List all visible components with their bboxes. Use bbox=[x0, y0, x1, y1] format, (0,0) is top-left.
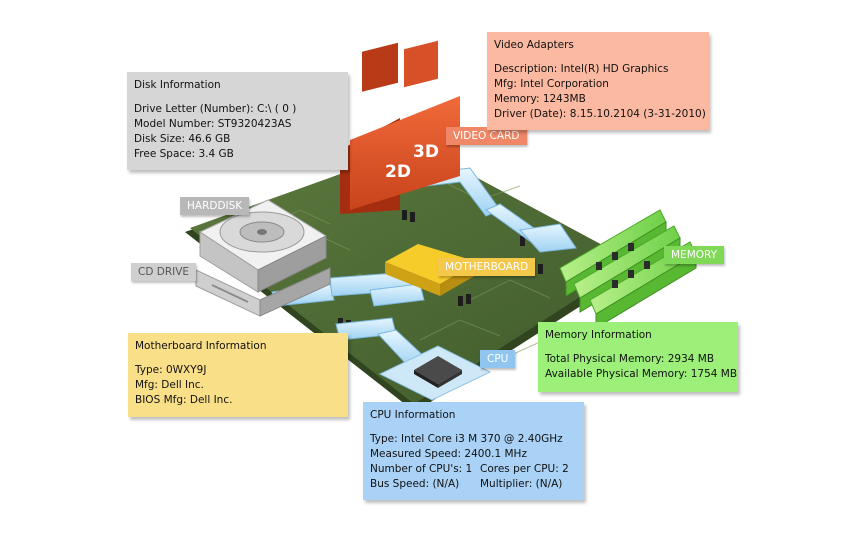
harddisk-tag: HARDDISK bbox=[180, 197, 250, 215]
video-3d-label: 3D bbox=[413, 142, 439, 162]
memory-info-panel: Memory Information Total Physical Memory… bbox=[538, 322, 738, 392]
cpu-cores-per-cpu: Cores per CPU: 2 bbox=[480, 463, 569, 475]
memory-modules bbox=[559, 209, 697, 329]
motherboard-type: Type: 0WXY9J bbox=[135, 364, 207, 376]
video-adapters-title: Video Adapters bbox=[494, 39, 574, 51]
cpu-tag: CPU bbox=[480, 350, 516, 368]
disk-model-number: Model Number: ST9320423AS bbox=[134, 118, 292, 130]
disk-size: Disk Size: 46.6 GB bbox=[134, 133, 231, 145]
cpu-info-panel: CPU Information Type: Intel Core i3 M 37… bbox=[363, 402, 584, 500]
video-driver: Driver (Date): 8.15.10.2104 (3-31-2010) bbox=[494, 108, 706, 120]
cd-drive-device bbox=[195, 267, 331, 317]
cpu-type: Type: Intel Core i3 M 370 @ 2.40GHz bbox=[370, 433, 563, 445]
memory-info-title: Memory Information bbox=[545, 329, 652, 341]
disk-free-space: Free Space: 3.4 GB bbox=[134, 148, 234, 160]
video-card bbox=[340, 40, 460, 214]
memory-available: Available Physical Memory: 1754 MB bbox=[545, 368, 738, 380]
video-description: Description: Intel(R) HD Graphics bbox=[494, 63, 669, 75]
motherboard-tag: MOTHERBOARD bbox=[438, 258, 536, 276]
harddisk-device bbox=[198, 199, 328, 293]
cpu-bus-speed: Bus Speed: (N/A) bbox=[370, 478, 460, 490]
memory-tag: MEMORY bbox=[664, 246, 725, 264]
cpu-multiplier: Multiplier: (N/A) bbox=[480, 478, 563, 490]
motherboard-bios-mfg: BIOS Mfg: Dell Inc. bbox=[135, 394, 233, 406]
cpu-device bbox=[378, 345, 492, 401]
video-adapters-panel: Video Adapters Description: Intel(R) HD … bbox=[487, 32, 709, 130]
disk-info-title: Disk Information bbox=[134, 79, 221, 91]
cd-drive-tag: CD DRIVE bbox=[131, 263, 197, 281]
video-memory: Memory: 1243MB bbox=[494, 93, 586, 105]
disk-drive-letter: Drive Letter (Number): C:\ ( 0 ) bbox=[134, 103, 297, 115]
video-card-tag: VIDEO CARD bbox=[446, 127, 527, 145]
cpu-number-of-cpus: Number of CPU's: 1 bbox=[370, 463, 473, 475]
video-mfg: Mfg: Intel Corporation bbox=[494, 78, 609, 90]
cpu-measured-speed: Measured Speed: 2400.1 MHz bbox=[370, 448, 527, 460]
motherboard-info-panel: Motherboard Information Type: 0WXY9J Mfg… bbox=[128, 333, 348, 417]
motherboard-info-title: Motherboard Information bbox=[135, 340, 267, 352]
video-2d-label: 2D bbox=[385, 162, 411, 182]
motherboard-mfg: Mfg: Dell Inc. bbox=[135, 379, 204, 391]
memory-total: Total Physical Memory: 2934 MB bbox=[545, 353, 715, 365]
disk-info-panel: Disk Information Drive Letter (Number): … bbox=[127, 72, 348, 170]
cpu-info-title: CPU Information bbox=[370, 409, 456, 421]
